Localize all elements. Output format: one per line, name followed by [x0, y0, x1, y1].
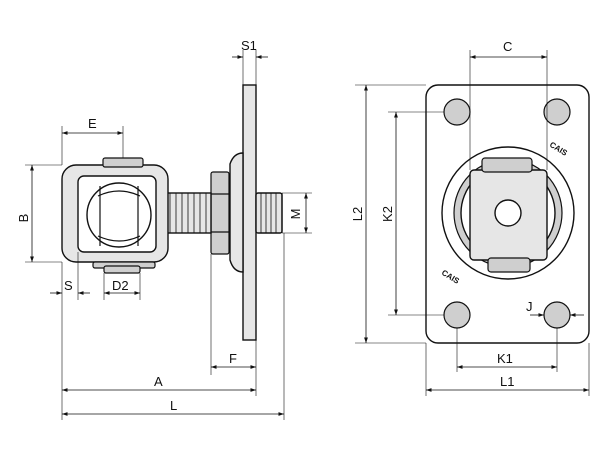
mounting-hole-bottom-right — [543, 301, 571, 329]
hex-nut — [210, 171, 230, 255]
mounting-hole-top-right — [543, 98, 571, 126]
mounting-hole-top-left — [443, 98, 471, 126]
mounting-plate-side — [242, 84, 257, 341]
front-view-labels: C L2 K2 J K1 L1 — [350, 39, 533, 389]
label-d2: D2 — [112, 278, 129, 293]
thread-lines-right — [260, 193, 277, 233]
label-m: M — [288, 209, 303, 220]
side-view — [61, 84, 283, 341]
side-view-labels: S1 E B M S D2 F A L — [16, 38, 303, 413]
bottom-cap — [103, 265, 141, 274]
label-s: S — [64, 278, 73, 293]
side-view-dimensions — [25, 50, 312, 420]
label-l1: L1 — [500, 374, 514, 389]
front-view-dimensions — [355, 50, 590, 396]
front-view: CAIS CAIS — [425, 84, 590, 344]
label-s1: S1 — [241, 38, 257, 53]
label-e: E — [88, 116, 97, 131]
threaded-bolt — [165, 192, 212, 234]
label-a: A — [154, 374, 163, 389]
label-c: C — [503, 39, 512, 54]
plate-flange — [229, 152, 244, 273]
hinge-bore — [494, 199, 522, 227]
label-k1: K1 — [497, 351, 513, 366]
label-b: B — [16, 214, 31, 223]
threaded-bolt-end — [255, 192, 283, 234]
label-f: F — [229, 351, 237, 366]
label-j: J — [526, 299, 533, 314]
top-cap — [102, 157, 144, 168]
mounting-hole-bottom-left — [443, 301, 471, 329]
ball-joint — [86, 182, 152, 248]
thread-lines-left — [169, 193, 207, 233]
label-l: L — [170, 398, 177, 413]
label-k2: K2 — [380, 206, 395, 222]
label-l2: L2 — [350, 207, 365, 221]
